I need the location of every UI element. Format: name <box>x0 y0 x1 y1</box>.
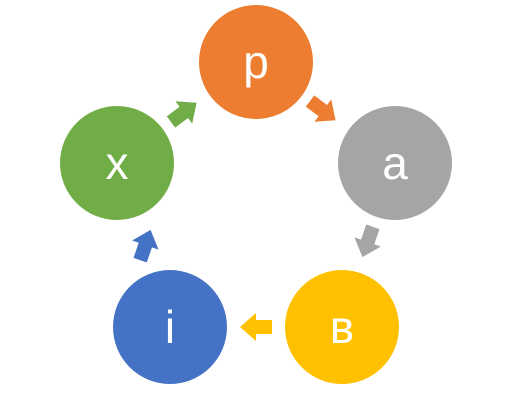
arrow-a-to-v <box>354 224 381 258</box>
arrow-shape <box>240 313 272 341</box>
node-label-a: a <box>382 137 408 189</box>
node-label-p: p <box>243 36 269 88</box>
arrow-shape <box>354 224 381 258</box>
node-label-x: x <box>106 137 129 189</box>
arrow-shape <box>166 101 197 128</box>
arrow-shape <box>132 229 159 263</box>
node-circle-p <box>199 5 313 119</box>
node-circle-v <box>285 270 399 384</box>
node-x: x <box>60 106 174 220</box>
node-circle-x <box>60 106 174 220</box>
node-i: i <box>113 270 227 384</box>
arrow-v-to-i <box>240 313 272 341</box>
arrow-p-to-a <box>305 95 336 122</box>
node-p: p <box>199 5 313 119</box>
node-circle-i <box>113 270 227 384</box>
node-label-v: в <box>330 301 354 353</box>
node-circle-a <box>338 106 452 220</box>
arrow-shape <box>305 95 336 122</box>
edge-arrows <box>132 95 381 341</box>
arrow-x-to-p <box>166 101 197 128</box>
node-label-i: i <box>165 301 175 353</box>
node-a: a <box>338 106 452 220</box>
node-v: в <box>285 270 399 384</box>
arrow-i-to-x <box>132 229 159 263</box>
